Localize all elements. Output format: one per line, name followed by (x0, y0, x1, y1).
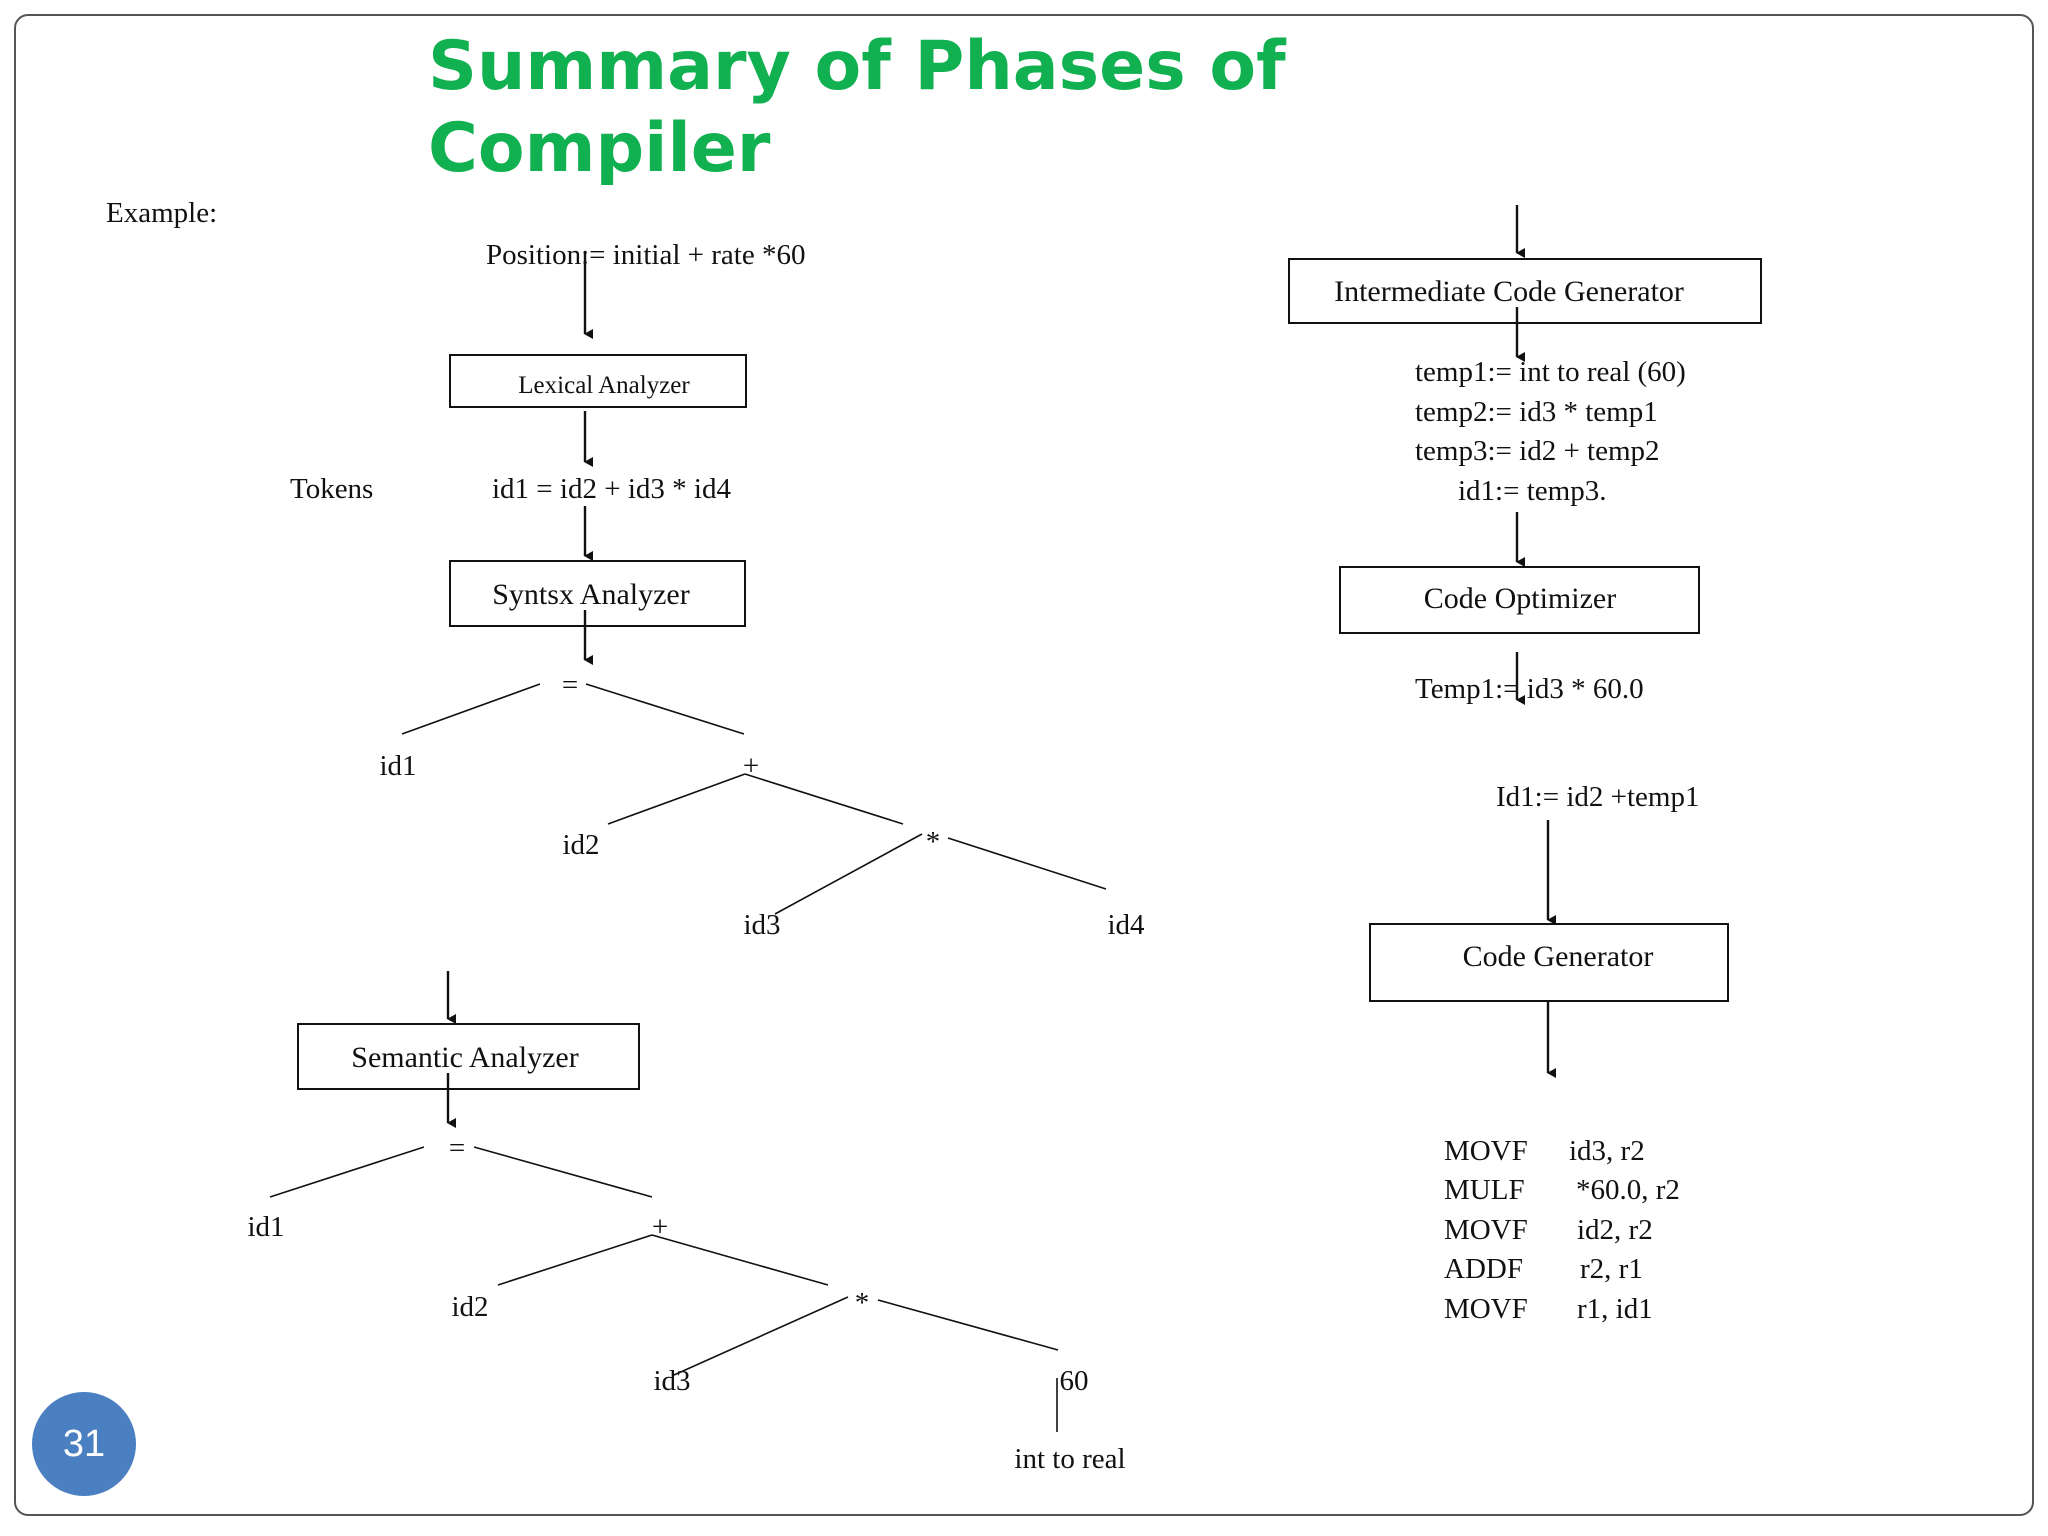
semantic-tree-id3: id3 (653, 1365, 690, 1397)
target-code-listing: MOVF id3, r2 MULF *60.0, r2 MOVF id2, r2… (1444, 1135, 1680, 1325)
optimized-code-line-1: Temp1:= id3 * 60.0 (1415, 673, 1644, 705)
target-args-3: id2, r2 (1577, 1214, 1653, 1246)
code-generator-label: Code Generator (1463, 940, 1654, 973)
target-op-4: ADDF (1444, 1253, 1523, 1285)
source-statement: Position:= initial + rate *60 (486, 239, 805, 271)
code-optimizer-label: Code Optimizer (1424, 582, 1616, 615)
optimized-code-line-2: Id1:= id2 +temp1 (1496, 781, 1699, 813)
semantic-edge-root-left (269, 1146, 425, 1198)
target-op-1: MOVF (1444, 1135, 1528, 1167)
syntax-analyzer-label: Syntsx Analyzer (492, 578, 689, 611)
tokens-label: Tokens (290, 473, 373, 505)
page-number-badge: 31 (32, 1392, 136, 1496)
target-args-1: id3, r2 (1569, 1135, 1645, 1167)
semantic-tree-times: * (855, 1287, 870, 1319)
code-generator-box (1369, 923, 1729, 1002)
intermediate-code-line-4: id1:= temp3. (1458, 475, 1606, 507)
semantic-tree-conversion: int to real (1014, 1443, 1125, 1475)
syntax-edge-plus-right (744, 773, 904, 825)
target-op-5: MOVF (1444, 1293, 1528, 1325)
syntax-edge-root-right (585, 683, 745, 735)
syntax-edge-root-left (401, 683, 541, 735)
semantic-tree-id2: id2 (451, 1291, 488, 1323)
semantic-tree-id1: id1 (247, 1211, 284, 1243)
code-optimizer-box (1339, 566, 1700, 634)
semantic-tree-root: = (449, 1132, 465, 1164)
intermediate-code-line-1: temp1:= int to real (60) (1415, 356, 1686, 388)
semantic-tree-plus: + (652, 1211, 668, 1243)
semantic-analyzer-box (297, 1023, 640, 1090)
semantic-edge-times-right (877, 1299, 1059, 1351)
syntax-tree-times: * (926, 826, 941, 858)
slide-title: Summary of Phases of Compiler (428, 26, 1328, 190)
syntax-tree-id2: id2 (562, 829, 599, 861)
slide-title-line-2: Compiler (428, 109, 771, 188)
intermediate-code-line-3: temp3:= id2 + temp2 (1415, 435, 1660, 467)
syntax-tree-id3: id3 (743, 909, 780, 941)
semantic-edge-plus-right (651, 1234, 829, 1286)
page-number: 31 (62, 1422, 106, 1465)
intermediate-code-generator-label: Intermediate Code Generator (1334, 275, 1684, 308)
semantic-edge-plus-left (497, 1234, 653, 1286)
syntax-edge-times-left (774, 833, 923, 915)
target-args-5: r1, id1 (1577, 1293, 1653, 1325)
target-op-3: MOVF (1444, 1214, 1528, 1246)
intermediate-code-generator-box (1288, 258, 1762, 324)
syntax-edge-plus-left (607, 773, 746, 825)
semantic-edge-times-left (673, 1296, 849, 1376)
semantic-tree-num: 60 (1060, 1365, 1089, 1397)
lexical-analyzer-box (449, 354, 747, 408)
syntax-edge-times-right (947, 837, 1107, 890)
target-args-4: r2, r1 (1580, 1253, 1643, 1285)
syntax-tree-id4: id4 (1107, 909, 1145, 941)
syntax-tree-root: = (562, 669, 578, 701)
lexical-analyzer-label: Lexical Analyzer (518, 372, 690, 399)
intermediate-code-line-2: temp2:= id3 * temp1 (1415, 396, 1658, 428)
tokens-value: id1 = id2 + id3 * id4 (492, 473, 731, 505)
semantic-analyzer-label: Semantic Analyzer (351, 1041, 578, 1074)
target-op-2: MULF (1444, 1174, 1525, 1206)
slide-title-line-1: Summary of Phases of (428, 27, 1286, 106)
target-args-2: *60.0, r2 (1576, 1174, 1680, 1206)
example-label: Example: (106, 197, 217, 229)
syntax-analyzer-box (449, 560, 746, 627)
semantic-edge-root-right (473, 1146, 653, 1198)
syntax-tree-id1: id1 (379, 750, 416, 782)
